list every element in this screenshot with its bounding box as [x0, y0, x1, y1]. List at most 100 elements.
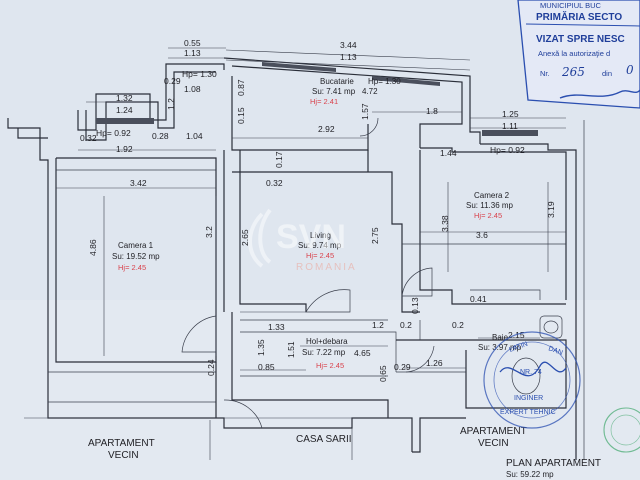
dim-label: 1.26 [426, 358, 443, 368]
dim-label: 4.65 [354, 348, 371, 358]
bathroom-fixtures [511, 315, 563, 395]
room-height-camera2: Hj= 2.45 [474, 211, 502, 220]
room-height-living: Hj= 2.45 [306, 251, 334, 260]
stamp-line3: VIZAT SPRE NESC [536, 34, 625, 45]
neighbor-right-label-1: APARTAMENT [460, 426, 527, 437]
door-camera2 [401, 267, 433, 297]
neighbor-left-label-1: APARTAMENT [88, 438, 155, 449]
watermark-subtext: ROMANIA [296, 262, 357, 273]
dim-label: 0.2 [400, 320, 412, 330]
room-name-camera2: Camera 2 [474, 191, 510, 200]
dim-label: 2.65 [240, 229, 250, 246]
dimension-labels: 0.55 1.13 3.44 1.13 Hp= 1.30 1.08 0.29 0… [80, 38, 556, 382]
room-area-camera2: Su: 11.36 mp [466, 201, 514, 210]
room-area-camera1: Su: 19.52 mp [112, 252, 160, 261]
door-kitchen [359, 117, 379, 137]
room-name-camera1: Camera 1 [118, 241, 154, 250]
room-name-baie: Baie [492, 333, 509, 342]
dim-label: 0.15 [236, 107, 246, 124]
door-baie [405, 345, 435, 373]
stamp-din-value: 0 [626, 63, 634, 77]
stamp-nr-value: 265 [561, 65, 585, 79]
dim-label: 2.75 [370, 227, 380, 244]
dimension-lines [24, 47, 566, 460]
stamp-line2: PRIMĂRIA SECTO [536, 10, 622, 23]
dim-label: 0.17 [274, 151, 284, 168]
dim-label: 0.32 [80, 133, 97, 143]
dim-label: 1.92 [116, 144, 133, 154]
seal-text-5: EXPERT TEHNIC [500, 409, 556, 416]
doors [181, 117, 435, 429]
room-extra2-bucatarie: 4.72 [362, 87, 378, 96]
neighbor-left-label-2: VECIN [108, 450, 139, 461]
dim-label: 4.86 [88, 239, 98, 256]
room-height-hol: Hj= 2.45 [316, 361, 344, 370]
dim-label: 0.32 [266, 178, 283, 188]
stamp-nr-label: Nr. [540, 69, 550, 78]
dim-label: 3.19 [546, 201, 556, 218]
window-camera1 [96, 118, 154, 124]
stamp-line1: MUNICIPIUL BUC [540, 1, 602, 10]
stairwell-label: CASA SARII [296, 434, 352, 445]
seal-signature-icon [499, 361, 567, 377]
dim-label: 1.11 [502, 121, 518, 131]
seal-text-3: NR. 74 [520, 369, 542, 376]
dim-label: 1.8 [426, 106, 438, 116]
room-area-hol: Su: 7.22 mp [302, 348, 346, 357]
dim-label: 3.44 [340, 40, 357, 50]
dim-label: 0.29 [394, 362, 411, 372]
dim-label: 0.65 [378, 365, 388, 382]
dim-label: 1.51 [286, 341, 296, 358]
room-extra-bucatarie: Hp= 1.30 [368, 77, 401, 86]
neighbor-right-label-2: VECIN [478, 438, 509, 449]
dim-label: 0.2 [452, 320, 464, 330]
seal-text-2: DAN [547, 345, 563, 357]
dim-label: 1.2 [166, 98, 176, 110]
dim-label: 1.13 [184, 48, 201, 58]
room-area-bucatarie: Su: 7.41 mp [312, 87, 356, 96]
window-kitchen-right [372, 76, 440, 86]
watermark-logo-icon [248, 208, 272, 268]
window-camera2 [482, 130, 538, 136]
dim-label: 1.57 [360, 103, 370, 120]
dim-label: 1.33 [268, 322, 285, 332]
dim-label: 0.87 [236, 79, 246, 96]
dim-label: 1.2 [372, 320, 384, 330]
room-area-baie: Su: 3.97 mp [478, 343, 522, 352]
watermark-text: SVN [276, 218, 346, 256]
stamp-line4: Anexă la autorizaţie d [538, 49, 610, 58]
dim-label: Hp= 1.30 [182, 69, 217, 79]
dim-label: 1.25 [502, 109, 519, 119]
window-kitchen-left [262, 62, 336, 72]
sink-icon [539, 315, 563, 339]
dim-label: 3.38 [440, 215, 450, 232]
seal-text-4: INGINER [514, 395, 543, 402]
toilet-icon [511, 357, 541, 395]
room-name-living: Living [310, 231, 331, 240]
door-living [305, 289, 351, 313]
dim-label: 1.24 [116, 105, 133, 115]
dim-label: 1.13 [340, 52, 357, 62]
room-height-camera1: Hj= 2.45 [118, 263, 146, 272]
stamp-din-label: din [602, 69, 612, 78]
dim-label: 0.24 [206, 359, 216, 376]
dim-label: Hp= 0.92 [96, 128, 131, 138]
room-height-bucatarie: Hj= 2.41 [310, 97, 338, 106]
dim-label: 1.08 [184, 84, 201, 94]
dim-label: 1.35 [256, 339, 266, 356]
door-camera1 [181, 315, 217, 353]
dim-label: 0.41 [470, 294, 487, 304]
dim-label: 3.6 [476, 230, 488, 240]
green-seal [603, 407, 640, 453]
room-labels: Bucatarie Su: 7.41 mp Hj= 2.41 Hp= 1.30 … [112, 77, 522, 370]
plan-title: PLAN APARTAMENT [506, 458, 601, 469]
windows [96, 62, 538, 136]
approval-stamp: MUNICIPIUL BUC PRIMĂRIA SECTO VIZAT SPRE… [517, 0, 640, 109]
dim-label: 2.92 [318, 124, 335, 134]
dim-label: 0.13 [410, 297, 420, 314]
dim-label: 0.85 [258, 362, 275, 372]
signature-icon [559, 89, 640, 99]
door-entrance [223, 399, 263, 429]
dim-label: 0.28 [152, 131, 169, 141]
